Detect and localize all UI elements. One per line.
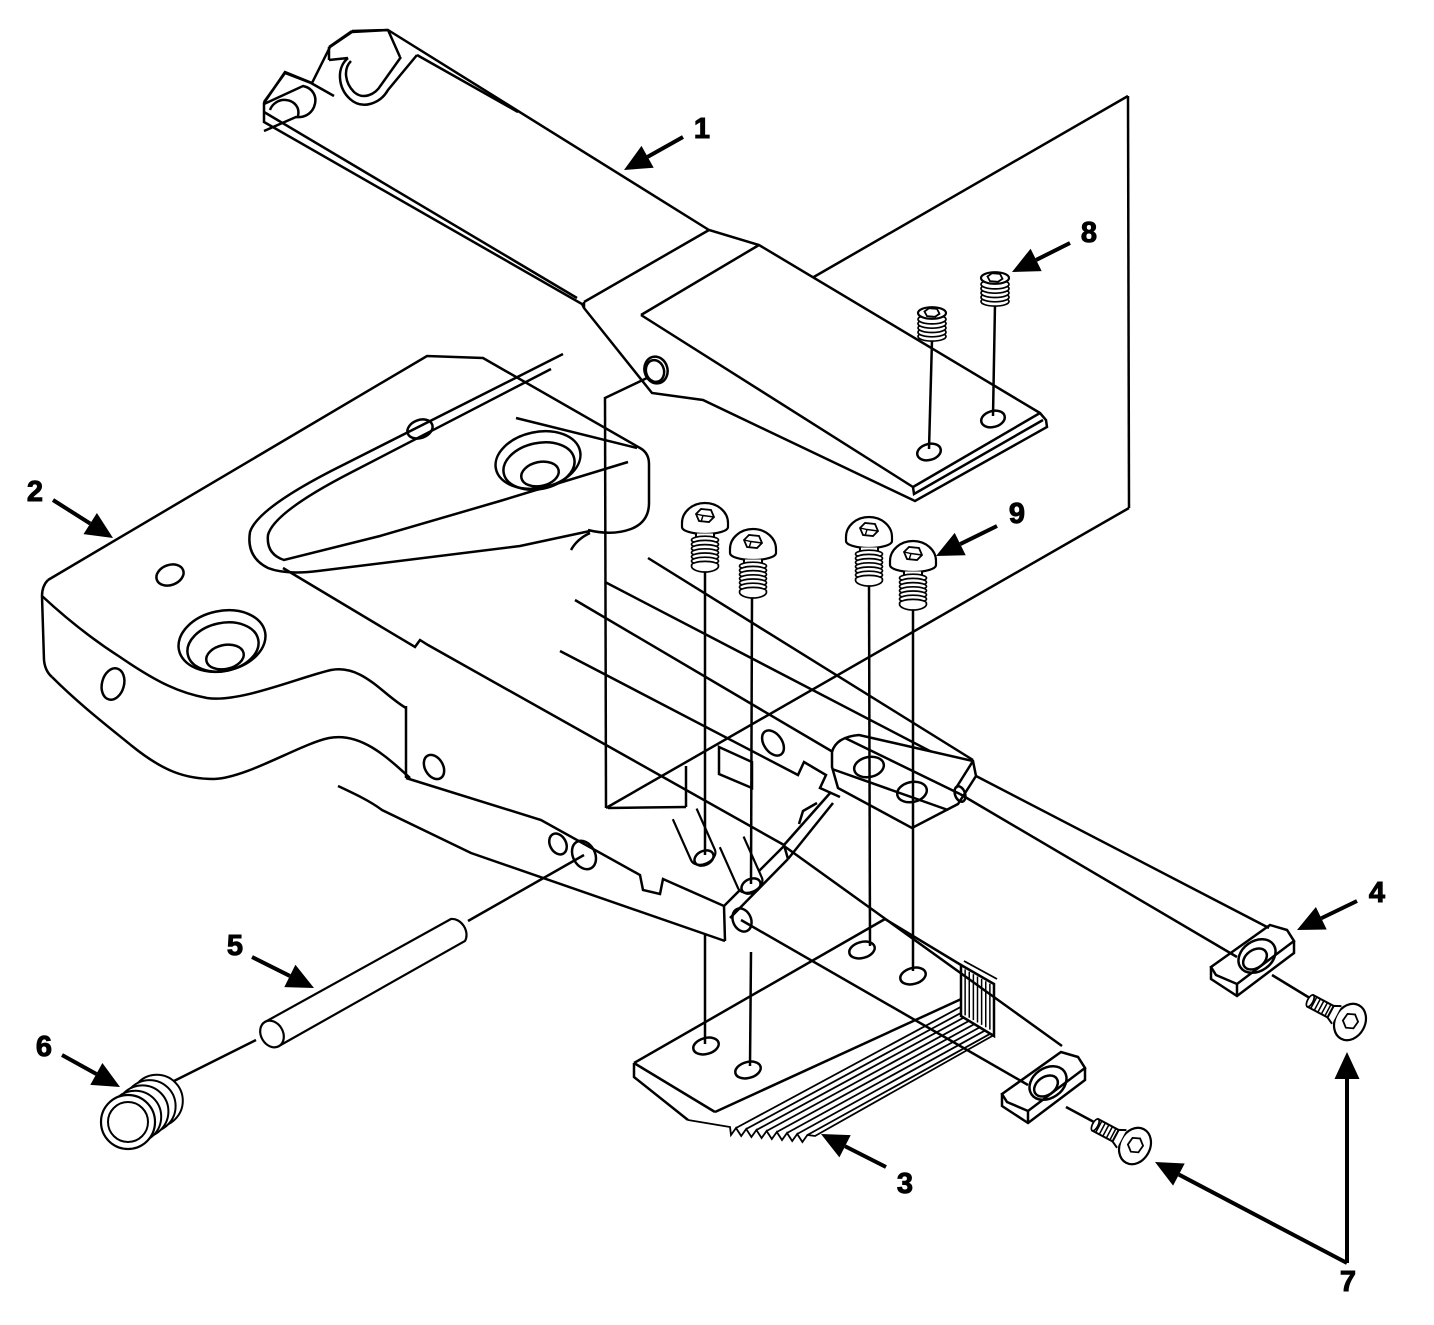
svg-text:1: 1 xyxy=(694,113,710,145)
svg-text:8: 8 xyxy=(1081,217,1097,249)
svg-text:7: 7 xyxy=(1340,1266,1356,1298)
svg-text:6: 6 xyxy=(36,1031,52,1063)
svg-text:3: 3 xyxy=(897,1168,913,1200)
svg-text:2: 2 xyxy=(27,476,43,508)
svg-text:5: 5 xyxy=(227,930,243,962)
svg-text:9: 9 xyxy=(1009,498,1025,530)
svg-text:4: 4 xyxy=(1369,877,1385,909)
